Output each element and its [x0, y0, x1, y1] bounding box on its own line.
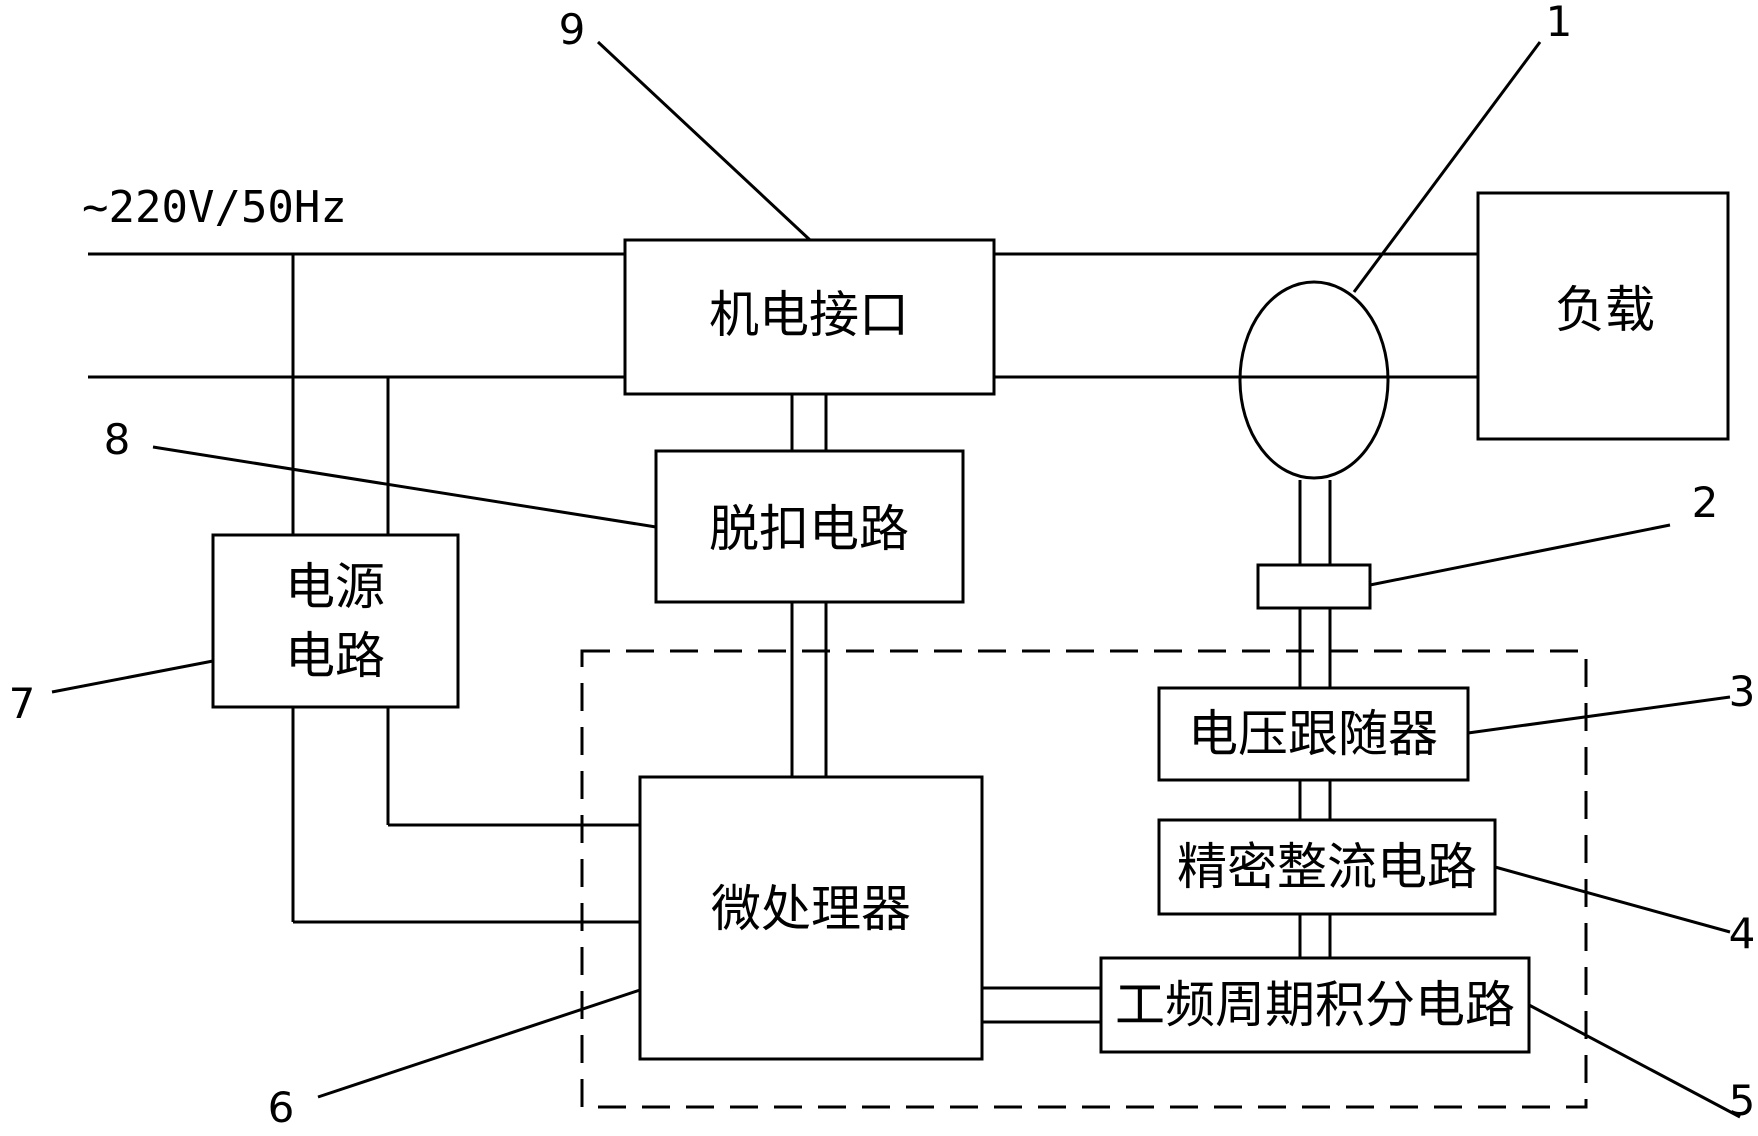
power-circuit-label-line1: 电源 — [285, 558, 385, 616]
period-integrator-label: 工频周期积分电路 — [1115, 976, 1515, 1034]
current-transformer — [1240, 282, 1478, 478]
callout-1: 1 — [1546, 0, 1573, 46]
callout-4: 4 — [1729, 909, 1756, 958]
callout-7: 7 — [9, 679, 36, 728]
callout-9: 9 — [559, 5, 586, 54]
callout-2: 2 — [1692, 478, 1719, 527]
precision-rectifier-label: 精密整流电路 — [1177, 838, 1477, 896]
microprocessor-label: 微处理器 — [711, 880, 911, 938]
trip-circuit-label: 脱扣电路 — [709, 500, 909, 558]
sampling-resistor — [1258, 565, 1370, 608]
callout-5: 5 — [1729, 1076, 1756, 1125]
supply-label: ~220V/50Hz — [82, 182, 347, 233]
power-circuit-label-line2: 电路 — [285, 627, 385, 685]
voltage-follower-label: 电压跟随器 — [1188, 705, 1438, 763]
callout-8: 8 — [104, 415, 131, 464]
electromechanical-interface-label: 机电接口 — [709, 286, 909, 344]
callout-6: 6 — [268, 1083, 295, 1132]
callout-3: 3 — [1729, 667, 1756, 716]
load-label: 负载 — [1555, 281, 1655, 339]
